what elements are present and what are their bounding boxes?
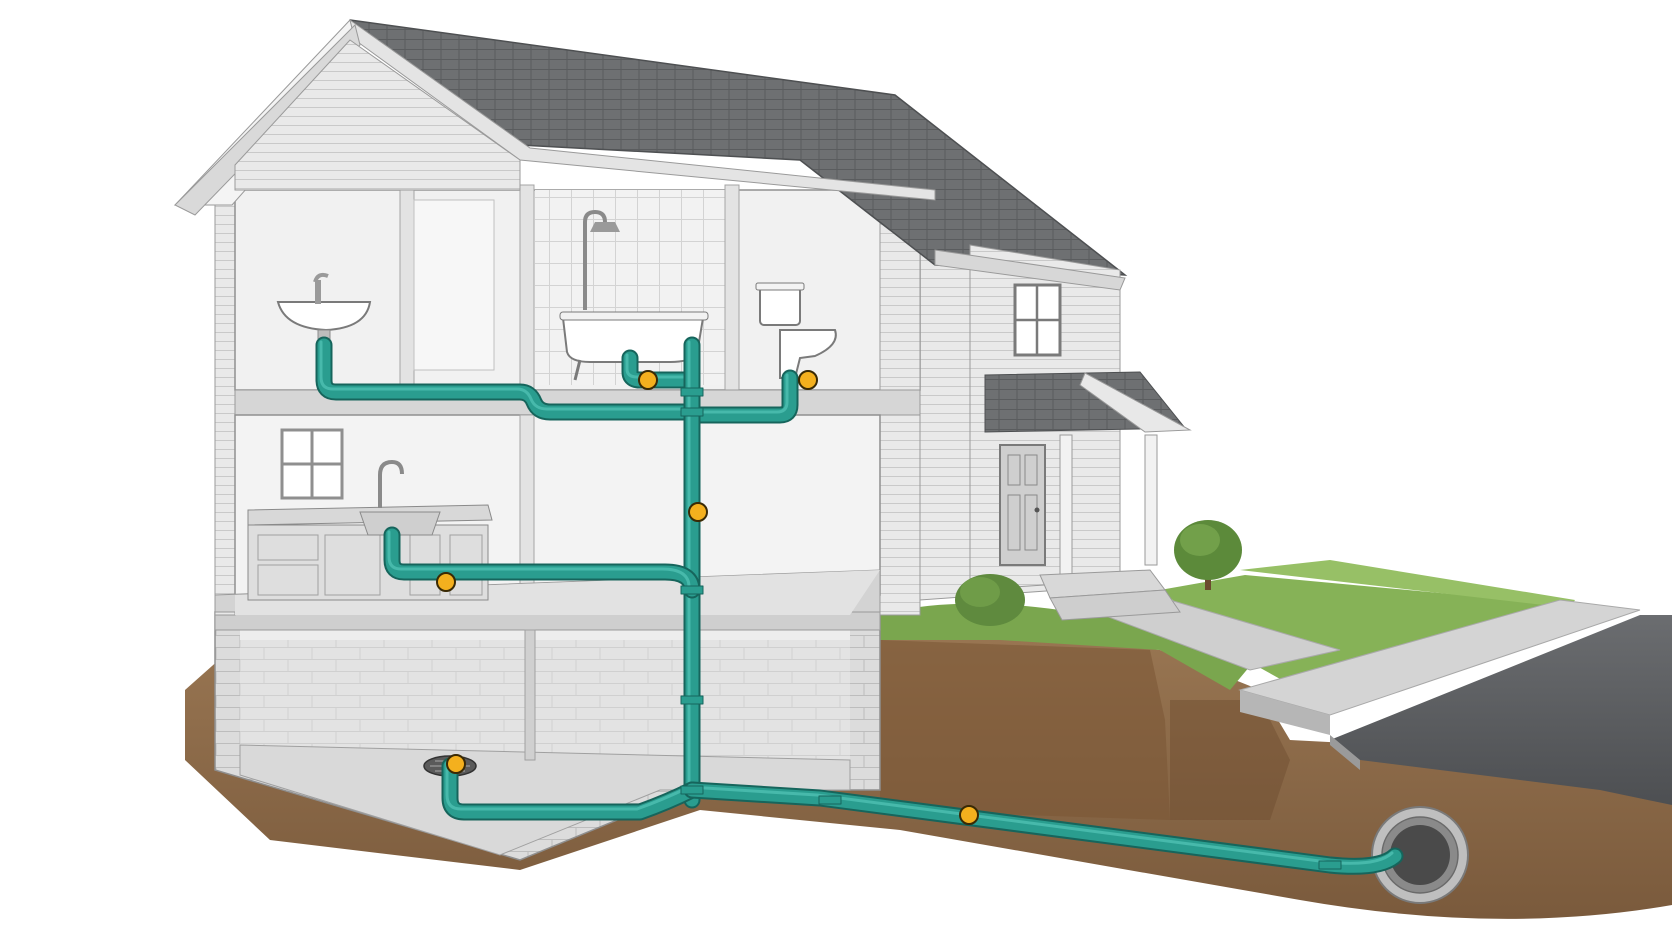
marker-kitchen-drain[interactable] <box>436 572 456 592</box>
toilet-icon <box>755 282 837 379</box>
roof <box>173 18 1128 276</box>
markers <box>436 370 979 825</box>
pipe-fitting <box>680 387 704 397</box>
marker-sewer-lateral[interactable] <box>959 805 979 825</box>
pipe-fitting <box>680 695 704 705</box>
marker-bathtub-drain[interactable] <box>638 370 658 390</box>
shrub-left <box>955 574 1025 626</box>
shower-fixture <box>583 209 620 310</box>
pipe-floor-drain <box>441 757 701 821</box>
pipe-kitchen <box>383 526 701 599</box>
tree-small <box>1174 520 1242 590</box>
faucet-icon <box>359 459 441 536</box>
pipe-fitting <box>818 795 842 805</box>
toilet-fixture <box>755 282 837 379</box>
pipe-fitting <box>680 785 704 795</box>
sink-icon <box>276 272 372 349</box>
shower-icon <box>583 209 620 310</box>
marker-floor-drain[interactable] <box>446 754 466 774</box>
sewer-pipe-icon <box>1371 806 1469 904</box>
pipe-fitting <box>680 585 704 595</box>
sidewalk <box>1089 599 1641 735</box>
bathroom-sink-fixture <box>276 272 372 349</box>
pipe-fitting <box>1318 860 1342 870</box>
marker-main-stack[interactable] <box>688 502 708 522</box>
sewer-main-fixture <box>1371 806 1469 904</box>
house-front <box>934 244 1192 621</box>
drain-pipes <box>315 336 1404 875</box>
road <box>1330 615 1672 805</box>
pipe-bathroom-sink <box>315 336 701 421</box>
pipe-network <box>315 336 1404 875</box>
pipe-fitting <box>680 407 704 417</box>
house-structure <box>214 184 1061 616</box>
pipe-toilet <box>683 369 799 424</box>
marker-toilet-drain[interactable] <box>798 370 818 390</box>
